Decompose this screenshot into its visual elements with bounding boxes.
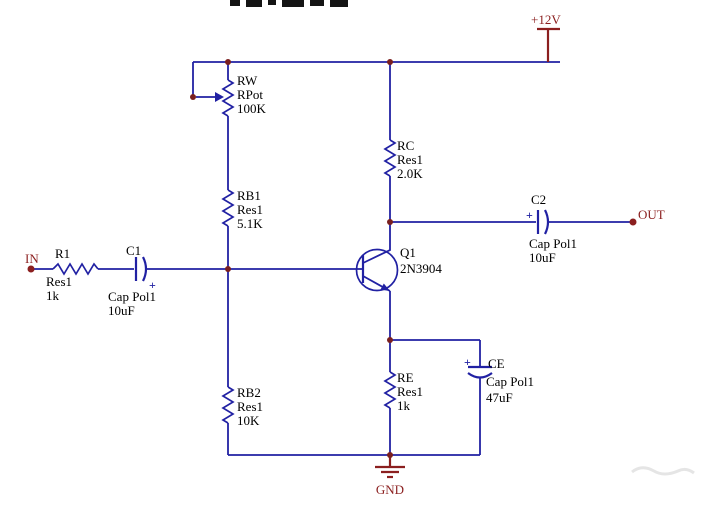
r1-resistor-symbol <box>52 262 99 276</box>
rb2-value: 10K <box>237 413 260 428</box>
r1-part: Res1 <box>46 274 72 289</box>
rc-ref: RC <box>397 138 414 153</box>
rc-part: Res1 <box>397 152 423 167</box>
re-value: 1k <box>397 398 411 413</box>
re-ref: RE <box>397 370 414 385</box>
ce-plate-curved <box>467 372 493 379</box>
component-rw: RW RPot 100K <box>215 73 267 117</box>
ce-part: Cap Pol1 <box>486 374 534 389</box>
ce-polarity: + <box>464 355 471 369</box>
rw-wiper-arrow-icon <box>215 92 224 102</box>
c2-plate-curved <box>544 209 550 235</box>
component-rb1: RB1 Res1 5.1K <box>221 188 263 231</box>
q1-envelope-circle <box>355 248 399 292</box>
component-c2: + C2 Cap Pol1 10uF <box>526 192 577 265</box>
c2-value: 10uF <box>529 250 556 265</box>
r1-ref: R1 <box>55 246 70 261</box>
c1-plate-curved <box>142 256 148 282</box>
input-port: IN <box>25 251 39 273</box>
junction-dot <box>387 59 393 65</box>
rb2-resistor-symbol <box>221 386 235 424</box>
c1-polarity: + <box>149 278 156 292</box>
component-re: RE Res1 1k <box>383 370 423 413</box>
rb1-part: Res1 <box>237 202 263 217</box>
gnd-node: GND <box>375 455 405 497</box>
component-r1: R1 Res1 1k <box>46 246 99 303</box>
q1-part: 2N3904 <box>400 261 442 276</box>
junction-dot <box>225 266 231 272</box>
c1-part: Cap Pol1 <box>108 289 156 304</box>
ce-ref: CE <box>488 356 505 371</box>
rb2-ref: RB2 <box>237 385 261 400</box>
component-rb2: RB2 Res1 10K <box>221 385 263 428</box>
gnd-label: GND <box>376 482 404 497</box>
rb1-ref: RB1 <box>237 188 261 203</box>
rb1-value: 5.1K <box>237 216 263 231</box>
component-q1: Q1 2N3904 <box>355 222 442 292</box>
junction-dot <box>387 219 393 225</box>
output-label: OUT <box>638 207 665 222</box>
output-port-dot <box>629 218 637 226</box>
watermark-smudge <box>631 466 695 476</box>
junction-dot <box>225 59 231 65</box>
rw-part: RPot <box>237 87 263 102</box>
rw-ref: RW <box>237 73 258 88</box>
input-port-dot <box>27 265 35 273</box>
c1-ref: C1 <box>126 243 141 258</box>
rw-value: 100K <box>237 101 267 116</box>
junction-dot <box>387 337 393 343</box>
q1-ref: Q1 <box>400 245 416 260</box>
vcc-node: +12V <box>531 12 561 62</box>
input-label: IN <box>25 251 39 266</box>
c1-value: 10uF <box>108 303 135 318</box>
c2-part: Cap Pol1 <box>529 236 577 251</box>
r1-value: 1k <box>46 288 60 303</box>
rc-value: 2.0K <box>397 166 423 181</box>
re-resistor-symbol <box>383 371 397 409</box>
re-part: Res1 <box>397 384 423 399</box>
c2-polarity: + <box>526 208 533 222</box>
cropped-title-artifact <box>230 0 348 7</box>
c2-ref: C2 <box>531 192 546 207</box>
component-c1: + C1 Cap Pol1 10uF <box>108 243 156 318</box>
component-ce: + CE Cap Pol1 47uF <box>464 355 534 405</box>
junction-dots <box>190 59 393 458</box>
vcc-label: +12V <box>531 12 561 27</box>
q1-collector-lead <box>362 222 391 264</box>
ce-value: 47uF <box>486 390 513 405</box>
junction-dot <box>387 452 393 458</box>
component-rc: RC Res1 2.0K <box>383 138 423 181</box>
wires <box>31 61 633 456</box>
rc-resistor-symbol <box>383 139 397 177</box>
rb1-resistor-symbol <box>221 189 235 227</box>
junction-dot <box>190 94 196 100</box>
output-port: OUT <box>629 207 665 226</box>
rw-resistor-symbol <box>221 79 235 117</box>
q1-emitter-arrow-icon <box>380 283 390 291</box>
rb2-part: Res1 <box>237 399 263 414</box>
